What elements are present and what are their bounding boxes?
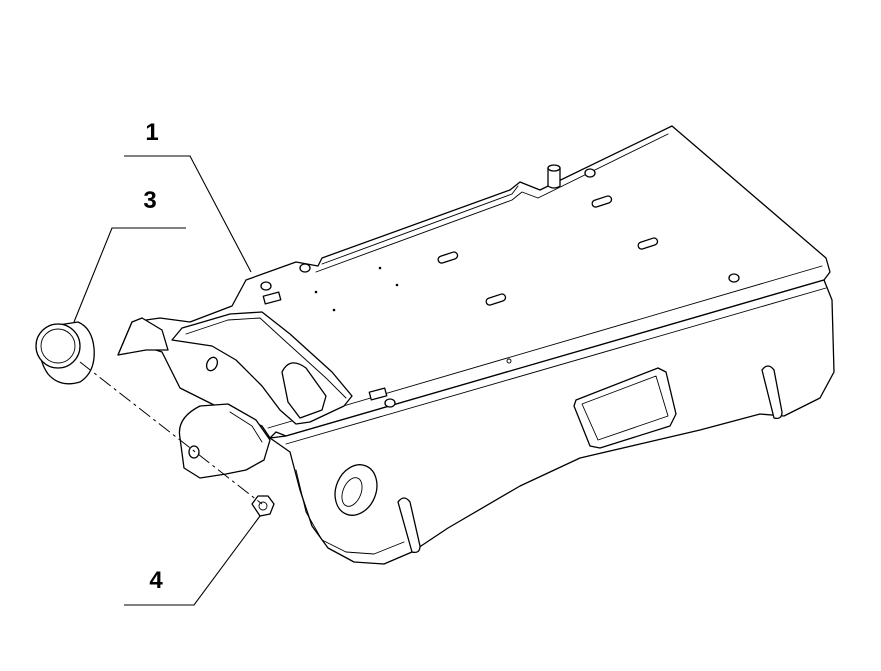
- skirt-slot-right: [761, 365, 783, 420]
- left-channel-inner: [185, 317, 347, 399]
- oblong-slot-1: [437, 251, 459, 264]
- square-slot-2: [368, 387, 388, 401]
- pin-hole-c: [314, 290, 318, 294]
- skirt-window-inner: [581, 375, 669, 441]
- top-plate-holes: [260, 168, 740, 408]
- callout-label-3: 3: [143, 187, 156, 214]
- mounting-ear: [178, 403, 271, 479]
- locating-pin: [547, 164, 561, 189]
- oblong-slot-4: [637, 237, 659, 250]
- bracket-part-1: [117, 125, 835, 565]
- callout-label-1: 1: [145, 119, 158, 146]
- pin-hole-b: [395, 283, 399, 287]
- square-slot-1: [262, 291, 282, 305]
- pin-hole-e: [506, 358, 512, 364]
- skirt-round-hole: [334, 464, 378, 516]
- top-plate-slot-ridge: [321, 185, 519, 265]
- pin-hole-d: [332, 308, 336, 312]
- round-hole-2: [299, 263, 311, 273]
- round-hole-4: [584, 168, 596, 178]
- skirt-round-hole-inner: [341, 477, 363, 507]
- callout-3: 3: [73, 187, 186, 323]
- assembly-centerline: [79, 361, 263, 505]
- round-hole-5: [728, 273, 740, 283]
- callout-label-4: 4: [149, 567, 163, 594]
- front-skirt: [269, 279, 835, 565]
- top-plate-front-edge: [267, 265, 823, 429]
- front-skirt-bottom-inner: [295, 469, 405, 555]
- front-skirt-bend-line: [285, 287, 827, 445]
- left-wall-hole: [205, 356, 219, 372]
- left-channel-cutout: [281, 362, 327, 419]
- round-hole-1: [260, 281, 272, 291]
- skirt-slot-left: [397, 497, 421, 554]
- top-plate-inner-edge: [315, 133, 669, 273]
- mounting-ear-inner: [229, 411, 263, 443]
- nut-part-4: [251, 495, 275, 517]
- left-flange: [117, 317, 169, 356]
- callout-4: 4: [124, 515, 261, 606]
- cap-part-3: [35, 321, 95, 385]
- oblong-slot-2: [485, 293, 507, 306]
- pin-hole-a: [378, 266, 382, 270]
- callout-1: 1: [124, 119, 252, 273]
- skirt-window: [573, 367, 677, 449]
- round-hole-3: [384, 398, 396, 408]
- mounting-ear-hole: [188, 445, 200, 459]
- oblong-slot-3: [591, 195, 613, 208]
